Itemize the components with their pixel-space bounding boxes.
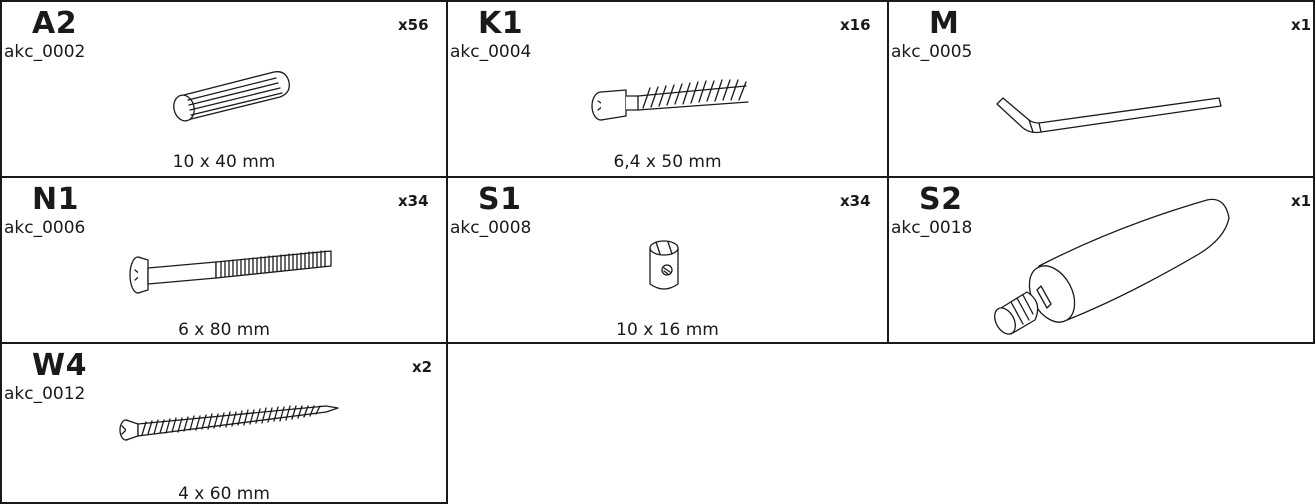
part-dimension: 6,4 x 50 mm <box>613 152 722 172</box>
allen-key-icon <box>996 97 1222 134</box>
connector-screw-icon <box>129 250 332 294</box>
part-reference: akc_0012 <box>4 384 86 404</box>
wood-screw-icon <box>119 405 339 441</box>
wooden-dowel-icon <box>173 71 290 122</box>
part-dimension: 10 x 40 mm <box>172 152 276 172</box>
part-reference: akc_0018 <box>891 218 973 238</box>
part-quantity: x2 <box>412 358 433 376</box>
part-code: A2 <box>32 6 78 41</box>
part-code: S1 <box>478 182 522 217</box>
part-dimension: 6 x 80 mm <box>178 320 270 340</box>
part-code: S2 <box>919 182 963 217</box>
part-quantity: x56 <box>398 16 429 34</box>
part-dimension: 10 x 16 mm <box>616 320 719 340</box>
glue-tube-icon <box>994 198 1230 335</box>
part-reference: akc_0008 <box>450 218 532 238</box>
part-code: M <box>929 6 960 41</box>
connector-bolt-icon <box>591 79 749 121</box>
part-quantity: x1 <box>1291 16 1312 34</box>
barrel-nut-icon <box>649 240 679 290</box>
part-quantity: x34 <box>840 192 871 210</box>
part-quantity: x1 <box>1291 192 1312 210</box>
part-cell-m: M akc_0005 x1 <box>887 0 1315 178</box>
part-code: W4 <box>32 348 87 383</box>
part-reference: akc_0006 <box>4 218 86 238</box>
part-cell-s2: S2 akc_0018 x1 <box>887 176 1315 344</box>
part-cell-n1: N1 akc_0006 x34 6 x 80 mm <box>0 176 448 344</box>
part-code: N1 <box>32 182 79 217</box>
part-quantity: x34 <box>398 192 429 210</box>
part-cell-w4: W4 akc_0012 x2 4 x 60 mm <box>0 342 448 504</box>
part-reference: akc_0004 <box>450 42 532 62</box>
part-cell-s1: S1 akc_0008 x34 10 x 16 mm <box>446 176 889 344</box>
part-cell-a2: A2 akc_0002 x56 10 x 40 mm <box>0 0 448 178</box>
part-dimension: 4 x 60 mm <box>178 484 270 504</box>
part-reference: akc_0002 <box>4 42 86 62</box>
part-quantity: x16 <box>840 16 871 34</box>
part-cell-k1: K1 akc_0004 x16 6,4 x 50 mm <box>446 0 889 178</box>
part-reference: akc_0005 <box>891 42 973 62</box>
part-code: K1 <box>478 6 524 41</box>
